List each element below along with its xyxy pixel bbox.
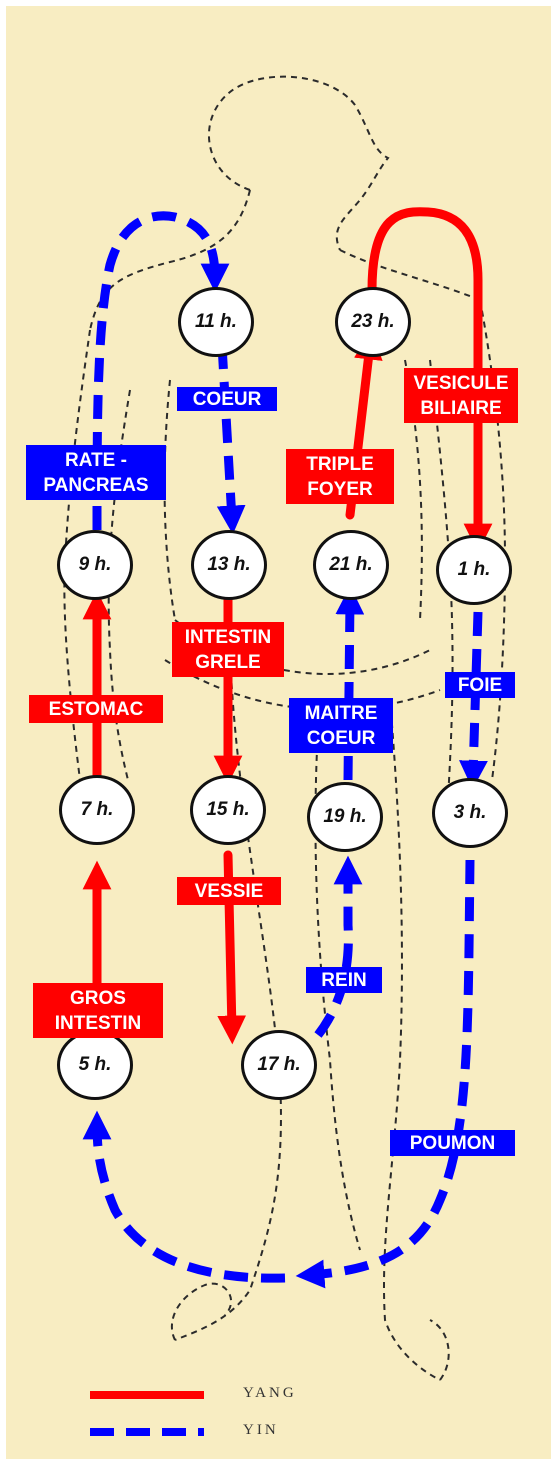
label-triple-foyer-line2: FOYER <box>307 478 373 500</box>
label-gros-intestin: GROS INTESTIN <box>33 983 163 1038</box>
label-rate-pancreas-line1: RATE - <box>65 449 127 471</box>
label-vesicule-biliaire: VESICULE BILIAIRE <box>404 368 518 423</box>
right-foot-outline <box>429 1319 450 1381</box>
label-foie-text: FOIE <box>457 674 503 696</box>
legend-yin-label: YIN <box>243 1422 279 1438</box>
rate-pancreas-channel <box>92 211 230 531</box>
hour-node-9: 9 h. <box>57 530 133 600</box>
poumon-to-gros-intestin-channel <box>82 1110 286 1283</box>
hour-node-3: 3 h. <box>432 778 508 848</box>
label-rein-text: REIN <box>321 969 367 991</box>
label-vessie: VESSIE <box>177 877 281 905</box>
label-rate-pancreas-line2: PANCREAS <box>43 474 149 496</box>
hour-node-11: 11 h. <box>178 287 254 357</box>
label-coeur-text: COEUR <box>192 388 262 410</box>
label-gros-intestin-line2: INTESTIN <box>54 1012 142 1034</box>
label-maitre-coeur-line2: COEUR <box>306 727 376 749</box>
hour-node-1: 1 h. <box>436 535 512 605</box>
head-outline <box>208 75 390 251</box>
poumon-channel <box>295 859 475 1289</box>
label-rein: REIN <box>306 967 382 993</box>
label-triple-foyer: TRIPLE FOYER <box>286 449 394 504</box>
label-intestin-grele-line1: INTESTIN <box>184 626 272 648</box>
label-gros-intestin-line1: GROS <box>70 987 126 1009</box>
label-poumon-text: POUMON <box>409 1132 496 1154</box>
label-intestin-grele: INTESTIN GRELE <box>172 622 284 677</box>
right-inner-arm-outline <box>429 359 454 801</box>
torso-left-outline <box>163 379 176 621</box>
rein-channel <box>314 855 363 1038</box>
label-intestin-grele-line2: GRELE <box>195 651 261 673</box>
label-rate-pancreas: RATE - PANCREAS <box>26 445 166 500</box>
maitre-coeur-channel <box>335 585 365 781</box>
label-estomac-text: ESTOMAC <box>48 698 144 720</box>
label-vesicule-biliaire-line2: BILIAIRE <box>420 397 502 419</box>
label-vessie-text: VESSIE <box>194 880 264 902</box>
label-estomac: ESTOMAC <box>29 695 163 723</box>
left-foot-outline <box>170 1282 232 1341</box>
hour-node-23: 23 h. <box>335 287 411 357</box>
right-leg-outline <box>383 699 441 1381</box>
hour-node-19: 19 h. <box>307 782 383 852</box>
neck-shoulders-outline <box>89 189 481 331</box>
label-coeur: COEUR <box>177 387 277 411</box>
label-triple-foyer-line1: TRIPLE <box>306 453 374 475</box>
label-maitre-coeur-line1: MAITRE <box>304 702 378 724</box>
label-maitre-coeur: MAITRE COEUR <box>289 698 393 753</box>
hour-node-17: 17 h. <box>241 1030 317 1100</box>
legend-yang-label: YANG <box>243 1385 297 1401</box>
body-outline <box>63 75 507 1381</box>
hour-node-5: 5 h. <box>57 1030 133 1100</box>
yang-channels <box>82 207 493 1045</box>
hour-node-15: 15 h. <box>190 775 266 845</box>
hour-node-13: 13 h. <box>191 530 267 600</box>
label-poumon: POUMON <box>390 1130 515 1156</box>
vesicule-biliaire-channel <box>367 207 493 553</box>
label-foie: FOIE <box>445 672 515 698</box>
torso-right-outline <box>404 359 423 621</box>
hour-node-7: 7 h. <box>59 775 135 845</box>
coeur-channel <box>216 344 246 535</box>
hour-node-21: 21 h. <box>313 530 389 600</box>
label-vesicule-biliaire-line1: VESICULE <box>413 372 509 394</box>
